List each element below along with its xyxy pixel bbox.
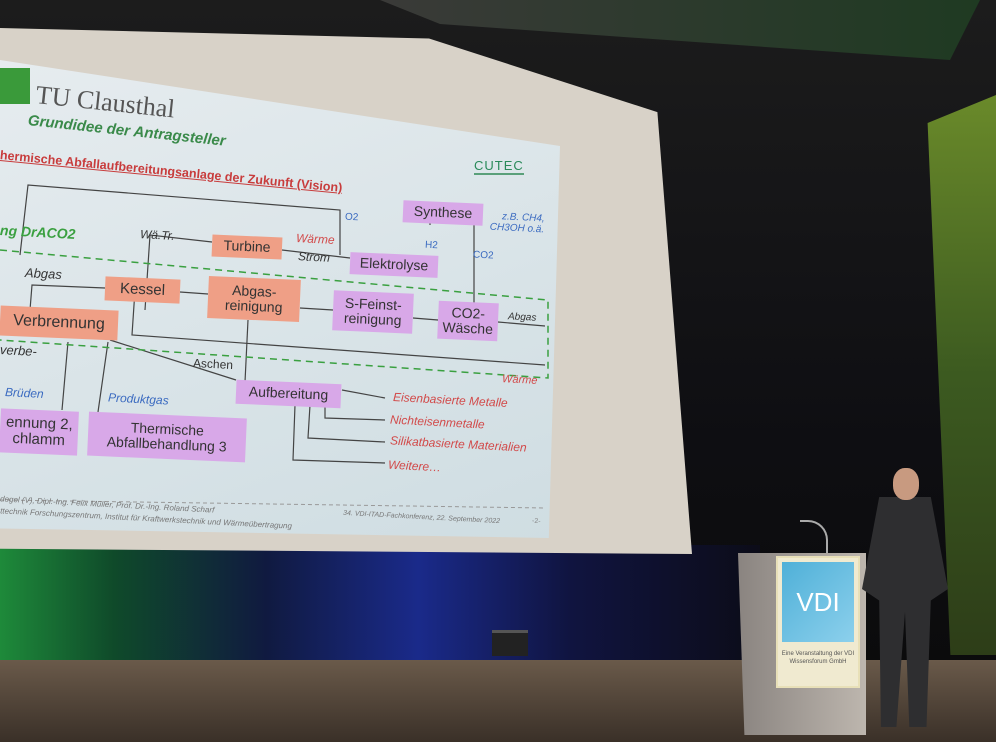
- node-verbrennung: Verbrennung: [0, 305, 119, 341]
- output-weitere: Weitere…: [387, 457, 442, 475]
- label-strom: Strom: [297, 249, 331, 265]
- stage-curtain: [0, 545, 760, 665]
- node-abgasreinigung: Abgas- reinigung: [207, 276, 301, 322]
- vdi-logo: VDI: [782, 562, 854, 642]
- stage-monitor: [492, 630, 528, 656]
- label-abgas-left: Abgas: [24, 265, 63, 282]
- label-waerme-bottom: Wärme: [501, 373, 538, 387]
- flow-lines: [0, 184, 549, 509]
- node-aufbereitung: Aufbereitung: [235, 379, 342, 409]
- label-abgas-right: Abgas: [507, 311, 537, 324]
- label-co2: CO2: [472, 249, 494, 262]
- label-h2: H2: [424, 239, 439, 252]
- presentation-slide: TU Clausthal Grundidee der Antragsteller…: [0, 60, 560, 538]
- node-turbine: Turbine: [211, 234, 283, 260]
- tu-clausthal-logo: [0, 68, 30, 104]
- label-aschen: Aschen: [192, 355, 234, 373]
- node-co2-waesche: CO2- Wäsche: [437, 300, 499, 342]
- node-synthese: Synthese: [402, 200, 484, 226]
- speaker-head: [893, 468, 919, 500]
- label-verbe: verbe-: [0, 342, 38, 359]
- page-number: -2-: [531, 517, 541, 526]
- node-elektrolyse: Elektrolyse: [349, 252, 439, 278]
- podium-caption: Eine Veranstaltung der VDI Wissensforum …: [781, 651, 855, 666]
- node-verbrennung-2: ennung 2, chlamm: [0, 408, 79, 456]
- microphone: [800, 520, 828, 554]
- label-brueden: Brüden: [4, 384, 45, 402]
- node-kessel: Kessel: [104, 276, 181, 304]
- node-s-feinstreinigung: S-Feinst- reinigung: [332, 290, 414, 334]
- cutec-logo: CUTEC: [474, 158, 524, 175]
- label-waerme-tauscher: Wä.Tr.: [139, 227, 176, 243]
- node-thermische-abfallbehandlung-3: Thermische Abfallbehandlung 3: [87, 411, 247, 463]
- label-products: z.B. CH4, CH3OH o.ä.: [489, 211, 546, 236]
- label-o2: O2: [344, 211, 359, 224]
- podium-display: VDI Eine Veranstaltung der VDI Wissensfo…: [776, 556, 860, 688]
- label-waerme-top: Wärme: [295, 230, 336, 248]
